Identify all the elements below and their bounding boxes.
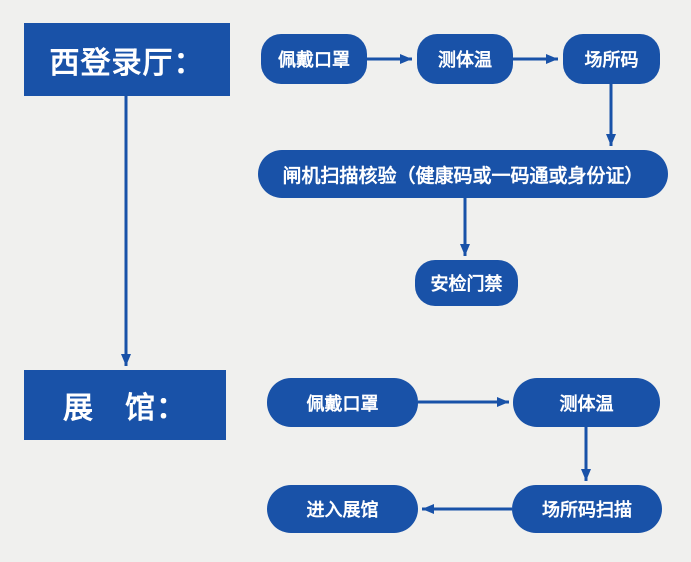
node-gate-scan-verification: 闸机扫描核验（健康码或一码通或身份证） — [258, 150, 668, 198]
node-west-temp-check: 测体温 — [417, 34, 513, 84]
west-hall-title: 西登录厅： — [24, 23, 230, 96]
node-west-venue-code: 场所码 — [563, 34, 660, 84]
node-hall-wear-mask: 佩戴口罩 — [267, 378, 418, 427]
node-west-wear-mask: 佩戴口罩 — [261, 34, 367, 84]
node-enter-hall: 进入展馆 — [267, 485, 418, 533]
node-venue-code-scan: 场所码扫描 — [512, 485, 662, 533]
exhibition-hall-title: 展 馆： — [24, 370, 226, 440]
node-hall-temp-check: 测体温 — [513, 378, 660, 427]
node-security-gate: 安检门禁 — [415, 260, 518, 306]
